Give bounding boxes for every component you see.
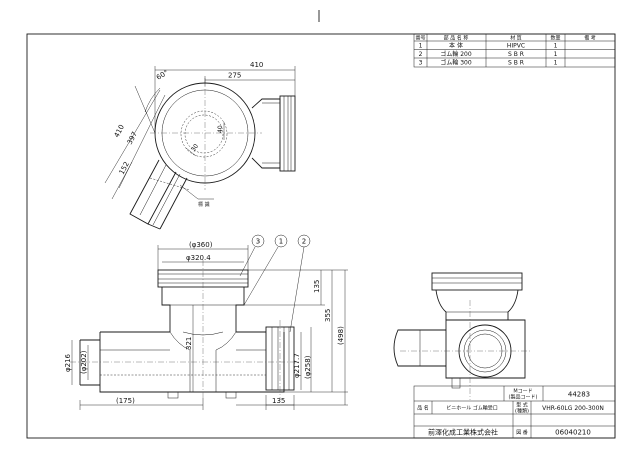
top-view-dim-width-410: 410 bbox=[250, 61, 263, 69]
top-view-marker-label: 標 識 bbox=[198, 201, 210, 208]
table-row-1-qty: 1 bbox=[554, 43, 558, 50]
title-drawing-no-label: 図 番 bbox=[516, 429, 528, 436]
table-row-3-name: ゴム輪 300 bbox=[440, 59, 472, 67]
front-view-dim-135: 135 bbox=[313, 280, 321, 293]
table-row-3-qty: 1 bbox=[554, 60, 558, 67]
front-view-dim-phi320: φ320.4 bbox=[186, 254, 211, 262]
table-row-1-no: 1 bbox=[419, 43, 423, 50]
table-row-3-material: S B R bbox=[508, 60, 524, 67]
top-view-dim-angled-410: 410 bbox=[113, 123, 126, 139]
svg-text:3: 3 bbox=[256, 238, 260, 246]
front-view-dim-phi258: (φ258) bbox=[304, 355, 312, 379]
top-view-angle-arc bbox=[144, 87, 161, 113]
table-header-qty: 数量 bbox=[550, 35, 560, 42]
top-view-angle-label: 60° bbox=[155, 69, 170, 82]
table-row-2-name: ゴム輪 200 bbox=[440, 50, 472, 58]
table-row-2-no: 2 bbox=[419, 51, 423, 58]
table-row-2-qty: 1 bbox=[554, 51, 558, 58]
side-view-inlet bbox=[393, 329, 446, 367]
balloon-1 bbox=[274, 234, 288, 248]
title-model-label-line1: 型 式 bbox=[516, 402, 528, 409]
top-view-dim-397: 397 bbox=[126, 130, 139, 146]
title-mcode-label-line1: Mコード bbox=[513, 389, 532, 395]
balloon-3 bbox=[251, 234, 265, 248]
svg-text:1: 1 bbox=[279, 238, 283, 246]
table-header-name: 部 品 名 称 bbox=[444, 35, 469, 42]
front-view-dim-bottom-135: 135 bbox=[272, 397, 285, 405]
front-view: (φ360) φ320.4 3 1 2 135 355 (498) 321 φ2… bbox=[64, 234, 348, 410]
top-view-dim-40: 40 bbox=[217, 125, 224, 133]
top-view-dim-30: 30 bbox=[190, 143, 200, 153]
front-view-dim-phi202: (φ202) bbox=[80, 350, 88, 374]
title-block: Mコード (製品コード) 44283 品 名 ビニホール ゴム輪受口 型 式 (… bbox=[413, 385, 616, 439]
title-mcode-label-line2: (製品コード) bbox=[509, 394, 538, 401]
front-view-dim-phi216: φ216 bbox=[64, 353, 72, 372]
title-name-label: 品 名 bbox=[417, 405, 429, 412]
title-mcode-value: 44283 bbox=[568, 391, 590, 399]
table-header-remarks: 備 考 bbox=[584, 35, 596, 42]
table-header-material: 材 質 bbox=[510, 35, 522, 42]
table-row-2-material: S B R bbox=[508, 51, 524, 58]
title-company: 前澤化成工業株式会社 bbox=[428, 428, 498, 437]
table-row-1-material: HIPVC bbox=[507, 43, 525, 50]
front-view-dim-phi360: (φ360) bbox=[189, 241, 213, 249]
front-view-dim-498: (498) bbox=[337, 326, 345, 345]
top-view-right-socket bbox=[279, 95, 296, 172]
table-row-1-name: 本 体 bbox=[449, 42, 463, 50]
top-view-dim-275: 275 bbox=[228, 72, 241, 80]
front-view-dim-175: (175) bbox=[116, 397, 135, 405]
svg-text:2: 2 bbox=[302, 238, 306, 246]
table-header-no: 番号 bbox=[415, 35, 425, 42]
front-view-dim-phi217: φ217.7 bbox=[293, 353, 301, 378]
title-model-label-line2: (種類) bbox=[515, 408, 529, 415]
title-drawing-no-value: 06040210 bbox=[555, 429, 591, 437]
side-view-body bbox=[445, 319, 526, 379]
side-view bbox=[393, 272, 530, 400]
top-view-angled-inlet bbox=[129, 159, 177, 225]
side-view-top-socket bbox=[431, 272, 523, 291]
title-model-value: VHR-60LG 200-300N bbox=[542, 405, 604, 412]
parts-table: 番号 部 品 名 称 材 質 数量 備 考 1 本 体 HIPVC 1 2 ゴム… bbox=[413, 33, 616, 68]
front-view-dim-355: 355 bbox=[324, 309, 332, 322]
drawing-border bbox=[26, 33, 616, 439]
top-view-bottom-outlet bbox=[180, 110, 228, 158]
table-row-3-no: 3 bbox=[419, 60, 423, 67]
top-view: 標 識 410 275 60° 410 397 152 40 30 bbox=[104, 61, 296, 230]
title-name-value: ビニホール ゴム輪受口 bbox=[446, 405, 498, 412]
front-view-dim-321: 321 bbox=[185, 337, 193, 350]
top-view-right-outlet bbox=[251, 98, 281, 169]
